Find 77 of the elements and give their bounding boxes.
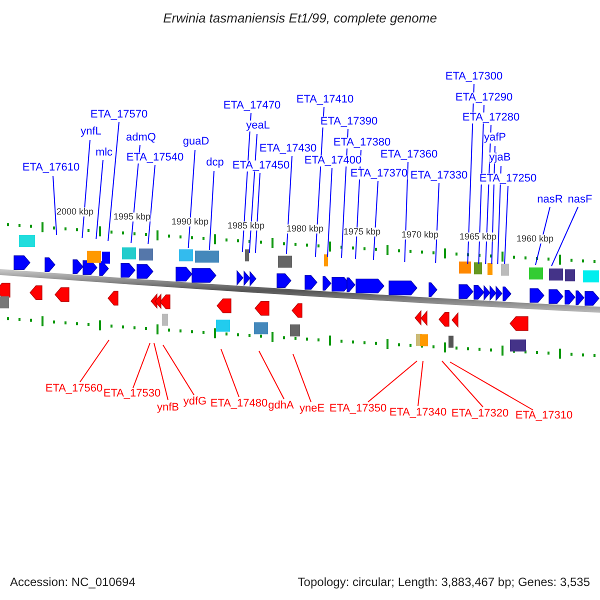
- leader-line: [292, 354, 312, 402]
- gene-label: ETA_17340: [389, 408, 447, 418]
- genome-info-text: Topology: circular; Length: 3,883,467 bp; Genes: 3,535: [298, 576, 590, 588]
- gene-label: ETA_17300: [445, 72, 503, 82]
- gene-label: ETA_17330: [410, 170, 468, 182]
- gene-label: ETA_17290: [455, 92, 513, 104]
- scale-label: 1975 kbp: [343, 228, 381, 236]
- gene-label: ETA_17410: [296, 94, 354, 106]
- gene-label: ETA_17450: [232, 160, 290, 172]
- leader-line: [258, 350, 284, 400]
- gene-label: ETA_17610: [22, 162, 80, 174]
- scale-label: 1980 kbp: [286, 224, 324, 234]
- leader-line: [497, 166, 502, 264]
- leader-line: [286, 156, 292, 254]
- gene-label: ETA_17250: [479, 174, 537, 184]
- leader-line: [450, 362, 534, 410]
- leader-line: [404, 162, 408, 262]
- gene-label: nasR: [537, 194, 563, 206]
- gene-label: ETA_17390: [320, 116, 378, 128]
- leader-line: [52, 176, 58, 236]
- gene-label: admQ: [126, 132, 156, 144]
- gene-label: ETA_17400: [304, 156, 362, 166]
- gene-label: ETA_17480: [210, 398, 268, 410]
- gene-label: ydfG: [183, 396, 207, 408]
- gene-label: gdhA: [268, 400, 294, 412]
- gene-label: ynfL: [80, 126, 102, 138]
- leader-line: [162, 344, 194, 396]
- gene-label: mlc: [95, 148, 113, 158]
- leader-line: [442, 360, 484, 408]
- accession-text: Accession: NC_010694: [10, 576, 136, 588]
- gene-label: guaD: [182, 136, 210, 148]
- gene-label: yjaB: [489, 152, 511, 164]
- gene-label: nasF: [568, 194, 592, 206]
- gene-label: ETA_17540: [126, 152, 184, 164]
- leader-line: [220, 348, 240, 398]
- leader-line: [82, 140, 90, 238]
- leader-line: [368, 360, 418, 402]
- leader-line: [435, 182, 440, 264]
- gene-label: ETA_17570: [90, 110, 148, 120]
- gene-label: ETA_17380: [333, 138, 391, 148]
- gene-label: ETA_17560: [45, 384, 103, 394]
- scale-label: 1990 kbp: [171, 218, 209, 226]
- diagram-title: Erwinia tasmaniensis Et1/99, complete genome: [163, 12, 437, 24]
- leader-line: [551, 206, 578, 266]
- scale-label: 1995 kbp: [113, 212, 151, 222]
- leader-line: [418, 360, 424, 406]
- gene-label: ETA_17310: [515, 410, 573, 422]
- gene-label: ETA_17430: [259, 144, 317, 154]
- leader-line: [96, 160, 104, 240]
- leader-line: [80, 340, 110, 382]
- leader-line: [254, 172, 260, 254]
- leader-line: [372, 180, 378, 260]
- gene-label: dcp: [206, 158, 224, 168]
- gene-label: ETA_17320: [451, 408, 509, 420]
- leader-line: [132, 342, 150, 388]
- leader-line: [327, 168, 332, 258]
- gene-label: ETA_17370: [350, 168, 408, 180]
- leader-line: [148, 164, 156, 244]
- scale-label: 1960 kbp: [516, 234, 554, 244]
- gene-label: yafP: [484, 132, 506, 144]
- leader-line: [504, 186, 508, 264]
- gene-label: ETA_17530: [103, 388, 161, 400]
- leader-line: [188, 150, 196, 248]
- gene-label: yeaL: [246, 120, 270, 132]
- scale-label: 1965 kbp: [459, 232, 497, 242]
- gene-label: yneE: [299, 404, 325, 414]
- leader-line: [208, 170, 214, 250]
- gene-label: ynfB: [157, 402, 179, 414]
- gene-label: ETA_17350: [329, 404, 387, 414]
- scale-label: 1970 kbp: [401, 230, 439, 240]
- scale-label: 1985 kbp: [227, 222, 265, 230]
- leader-line: [108, 122, 120, 242]
- scale-label: 2000 kbp: [56, 208, 94, 216]
- gene-label: ETA_17280: [462, 112, 520, 124]
- gene-label: ETA_17470: [223, 100, 281, 112]
- gene-label: ETA_17360: [380, 150, 438, 160]
- leader-line: [154, 342, 168, 400]
